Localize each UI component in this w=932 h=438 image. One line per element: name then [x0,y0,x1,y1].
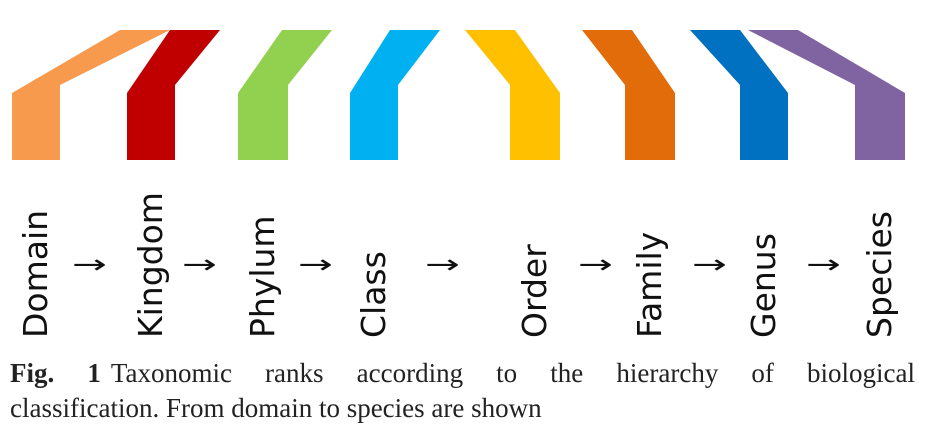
rank-shape-family [582,30,675,160]
figure-caption: Fig. 1 Taxonomic ranks according to the h… [10,356,915,426]
rank-shape-genus [690,30,788,160]
caption-line-2: classification. From domain to species a… [10,393,542,423]
caption-text-1: Taxonomic ranks according to the hierarc… [110,358,915,388]
rank-shape-order [465,30,560,160]
figure-label: Fig. 1 [10,358,101,388]
rank-shape-species [748,30,905,160]
rank-shape-domain [12,30,170,160]
caption-line-1: Fig. 1 Taxonomic ranks according to the h… [10,356,915,391]
rank-shape-kingdom [127,30,220,160]
taxonomy-figure [12,30,905,160]
rank-shape-class [350,30,440,160]
rank-shape-phylum [238,30,332,160]
